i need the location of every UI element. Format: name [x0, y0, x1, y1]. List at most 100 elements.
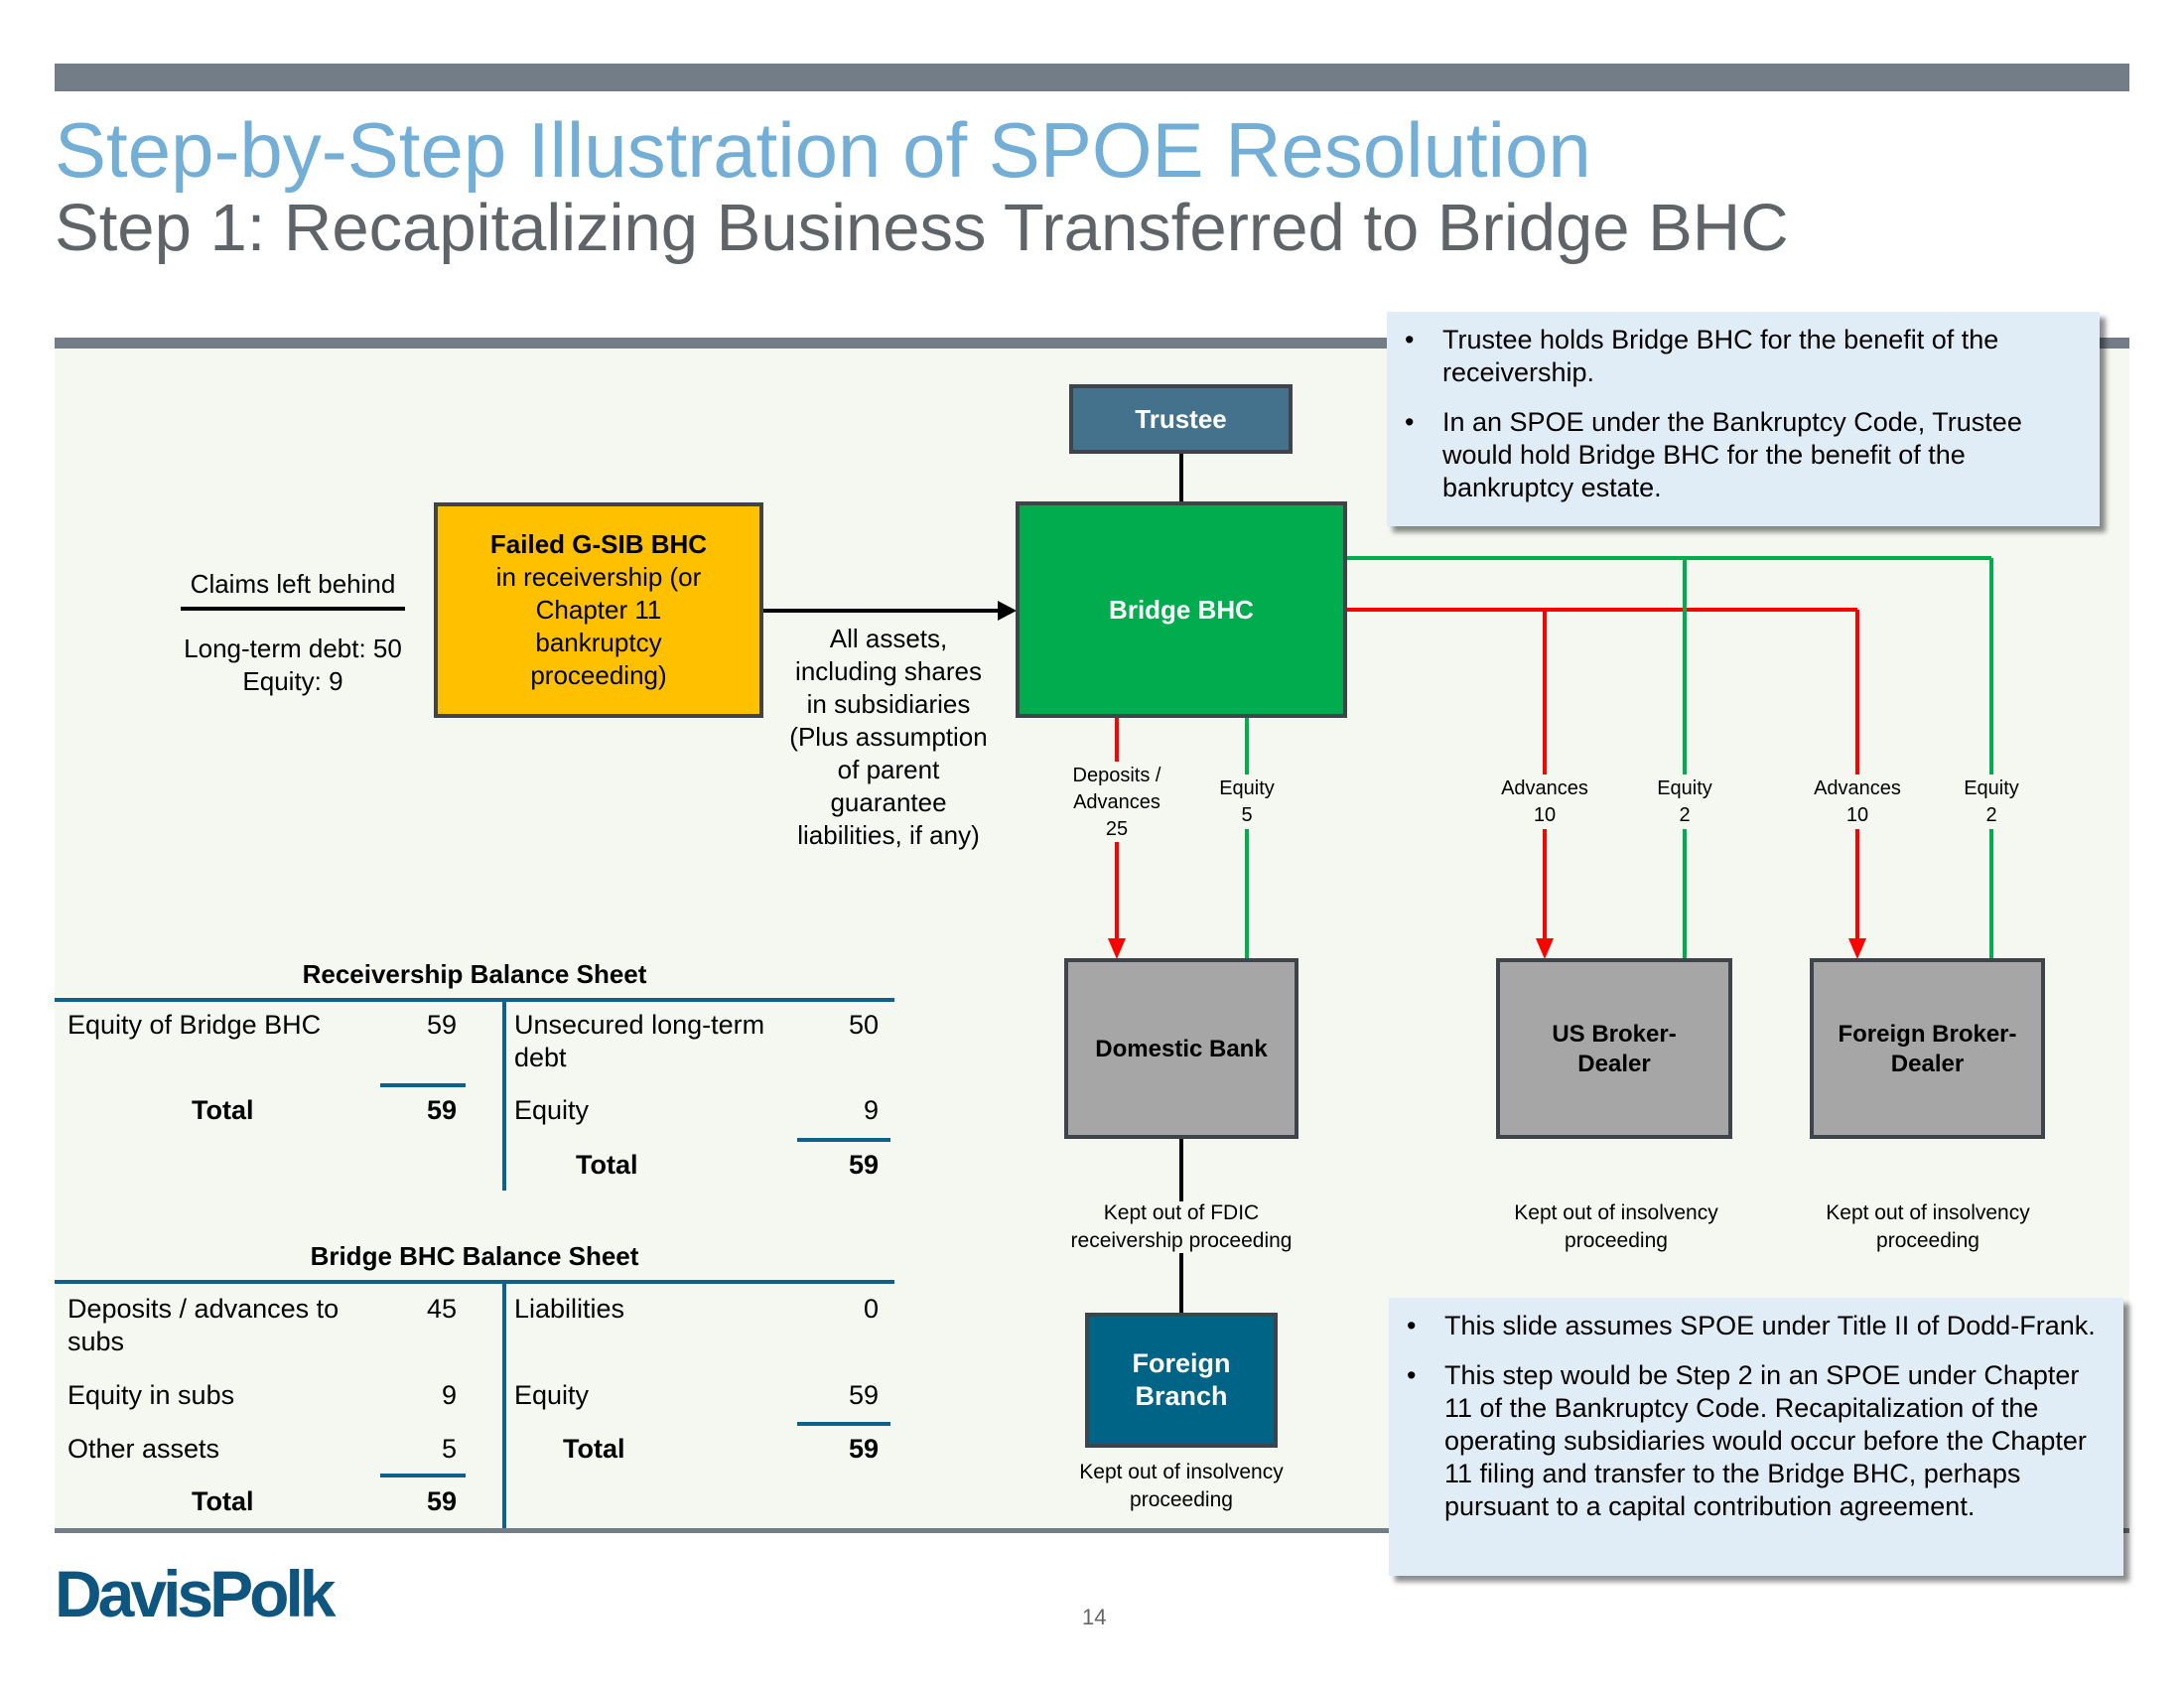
transfer-label-line: including shares	[795, 656, 982, 686]
bs-asset-label: Deposits / advances to subs	[68, 1293, 365, 1358]
callout-assumptions: • This slide assumes SPOE under Title II …	[1389, 1298, 2123, 1576]
bs-liability-label: Equity	[514, 1380, 590, 1410]
transfer-label-line: of parent	[837, 755, 940, 784]
bs-asset-label: Equity in subs	[68, 1380, 235, 1410]
bs-assets-total-value: 59	[426, 1095, 457, 1125]
claims-line-debt: Long-term debt: 50	[184, 633, 402, 663]
flow-label-value: 5	[1241, 804, 1253, 826]
bullet-icon: •	[1407, 1311, 1417, 1340]
flow-label-value: 2	[1985, 804, 1997, 826]
foreign-broker-dealer-box[interactable]: Foreign Broker- Dealer	[1810, 958, 2045, 1139]
flow-label-value: 10	[1845, 804, 1869, 826]
bs-assets-total-value: 59	[426, 1486, 457, 1516]
callout-text: This step would be Step 2 in an SPOE und…	[1444, 1360, 2087, 1521]
flow-label-value: 10	[1533, 804, 1557, 826]
failed-box-line: in receivership (or	[495, 562, 702, 592]
foreign-branch-note: Kept out of insolvency proceeding	[1079, 1459, 1283, 1514]
foreign-broker-dealer-note: Kept out of insolvency proceeding	[1826, 1199, 2029, 1255]
failed-box-line: Chapter 11	[535, 595, 662, 625]
callout-bullet-item: • This slide assumes SPOE under Title II …	[1389, 1310, 2104, 1342]
flow-label-line: Equity	[1219, 777, 1275, 799]
bridge-bhc-box[interactable]: Bridge BHC	[1016, 501, 1347, 718]
receivership-bs-top-rule	[55, 998, 894, 1002]
flow-label-equity-domestic: Equity 5	[1219, 775, 1275, 829]
flow-label-advances-fbd: Advances 10	[1814, 775, 1901, 829]
transfer-label-line: in subsidiaries	[806, 689, 971, 719]
bridge-liab-subtotal-rule	[797, 1422, 890, 1426]
bs-asset-label-text: Deposits / advances to subs	[68, 1294, 340, 1356]
content-top-bar	[55, 338, 2129, 349]
transfer-arrowhead	[998, 601, 1017, 621]
page-number: 14	[1082, 1605, 1107, 1629]
bs-assets-total-label: Total	[192, 1095, 254, 1125]
us-broker-dealer-note: Kept out of insolvency proceeding	[1514, 1199, 1717, 1255]
bs-liability-label: Equity	[514, 1095, 590, 1125]
callout-trustee: •Trustee holds Bridge BHC for the benefi…	[1387, 312, 2100, 526]
note-line: receivership proceeding	[1070, 1229, 1293, 1252]
flow-label-deposits-advances: Deposits / Advances 25	[1073, 763, 1161, 843]
bs-asset-value: 5	[441, 1434, 457, 1464]
flow-label-value: 2	[1679, 804, 1691, 826]
foreign-branch-box[interactable]: Foreign Branch	[1085, 1313, 1278, 1448]
receivership-bs-title: Receivership Balance Sheet	[302, 959, 647, 989]
receivership-liab-subtotal-rule	[797, 1138, 890, 1142]
bs-asset-value: 45	[426, 1294, 457, 1324]
failed-box-line: bankruptcy	[535, 628, 662, 657]
bs-liability-value: 9	[863, 1095, 879, 1125]
note-line: proceeding	[1130, 1488, 1233, 1511]
advance-arrowhead-usbd	[1536, 938, 1554, 959]
failed-box-title: Failed G-SIB BHC	[489, 529, 708, 559]
note-line: Kept out of insolvency	[1826, 1201, 2030, 1224]
note-line: proceeding	[1565, 1229, 1668, 1252]
transfer-label: All assets, including shares in subsidia…	[789, 623, 987, 852]
bs-liab-total-value: 59	[848, 1150, 879, 1180]
receivership-assets-subtotal-rule	[380, 1083, 466, 1087]
bs-asset-label: Other assets	[68, 1434, 220, 1464]
advance-arrowhead-fbd	[1848, 938, 1866, 959]
domestic-bank-label: Domestic Bank	[1095, 1035, 1268, 1062]
note-line: Kept out of insolvency	[1079, 1461, 1284, 1483]
trustee-box[interactable]: Trustee	[1069, 384, 1293, 454]
bs-liability-label-text: Unsecured long-term debt	[514, 1010, 765, 1072]
bs-liability-value: 59	[848, 1380, 879, 1410]
bs-liability-label: Liabilities	[514, 1294, 625, 1324]
flow-label-equity-usbd: Equity 2	[1657, 775, 1712, 829]
flow-label-line: Equity	[1964, 777, 2019, 799]
transfer-label-line: guarantee	[830, 787, 947, 817]
bs-assets-total-label: Total	[192, 1486, 254, 1516]
flow-label-advances-usbd: Advances 10	[1501, 775, 1588, 829]
failed-box-line: proceeding)	[530, 660, 667, 690]
note-line: proceeding	[1876, 1229, 1979, 1252]
bridge-bhc-label: Bridge BHC	[1109, 594, 1254, 625]
flow-label-line: Advances	[1073, 791, 1160, 813]
flow-label-line: Deposits /	[1072, 765, 1161, 786]
transfer-label-line: liabilities, if any)	[797, 820, 980, 850]
domestic-bank-note: Kept out of FDIC receivership proceeding	[1071, 1199, 1293, 1255]
page-subtitle: Step 1: Recapitalizing Business Transfer…	[55, 191, 1789, 265]
bs-liab-total-value: 59	[848, 1434, 879, 1464]
claims-heading: Claims left behind	[190, 569, 396, 599]
us-broker-dealer-label: US Broker-	[1552, 1021, 1677, 1048]
bridge-assets-subtotal-rule	[380, 1474, 466, 1477]
foreign-branch-label: Foreign	[1132, 1348, 1231, 1378]
callout-text: This slide assumes SPOE under Title II o…	[1444, 1311, 2096, 1340]
foreign-broker-dealer-label: Foreign Broker-	[1838, 1021, 2017, 1048]
claims-line-equity: Equity: 9	[242, 666, 343, 696]
flow-label-equity-fbd: Equity 2	[1964, 775, 2019, 829]
trustee-label: Trustee	[1135, 403, 1227, 434]
bs-liability-label: Unsecured long-term debt	[514, 1009, 792, 1074]
page-title: Step-by-Step Illustration of SPOE Resolu…	[55, 106, 1591, 194]
bullet-icon: •	[1405, 407, 1415, 437]
flow-label-line: Equity	[1657, 777, 1712, 799]
failed-gsib-box[interactable]: Failed G-SIB BHC in receivership (or Cha…	[434, 502, 763, 718]
bs-asset-value: 9	[441, 1380, 457, 1410]
bs-liability-value: 0	[863, 1294, 879, 1324]
flow-label-line: Advances	[1814, 777, 1901, 799]
bridge-bs-divider	[502, 1284, 506, 1528]
bullet-icon: •	[1407, 1360, 1417, 1390]
transfer-label-line: All assets,	[829, 624, 948, 653]
domestic-bank-box[interactable]: Domestic Bank	[1064, 958, 1298, 1139]
davis-polk-logo: DavisPolk	[55, 1557, 336, 1630]
us-broker-dealer-box[interactable]: US Broker- Dealer	[1496, 958, 1732, 1139]
